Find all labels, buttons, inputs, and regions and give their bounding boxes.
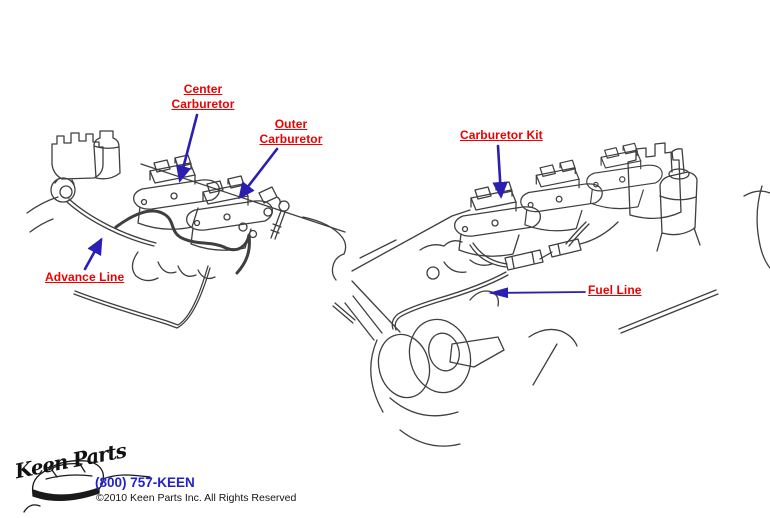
advance-line-label[interactable]: Advance Line — [45, 270, 125, 284]
advance-line-arrow — [83, 237, 103, 271]
annotation-arrows — [83, 113, 586, 299]
fuel-line-arrow — [488, 287, 586, 299]
carburetor-kit-arrow — [492, 144, 508, 199]
carburetor-kit-label[interactable]: Carburetor Kit — [460, 128, 543, 142]
center-carburetor-label[interactable]: Center Carburetor — [171, 82, 235, 111]
logo-car-icon — [23, 460, 151, 513]
center-carburetor-arrow — [176, 113, 199, 183]
copyright-notice: ©2010 Keen Parts Inc. All Rights Reserve… — [96, 492, 297, 504]
phone-number: (800) 757-KEEN — [95, 475, 195, 490]
left-engine-drawing — [26, 130, 356, 329]
right-engine-drawing — [344, 142, 770, 447]
outer-carburetor-arrow — [238, 147, 279, 200]
fuel-line-label[interactable]: Fuel Line — [588, 283, 642, 297]
outer-carburetor-label[interactable]: Outer Carburetor — [259, 117, 323, 146]
